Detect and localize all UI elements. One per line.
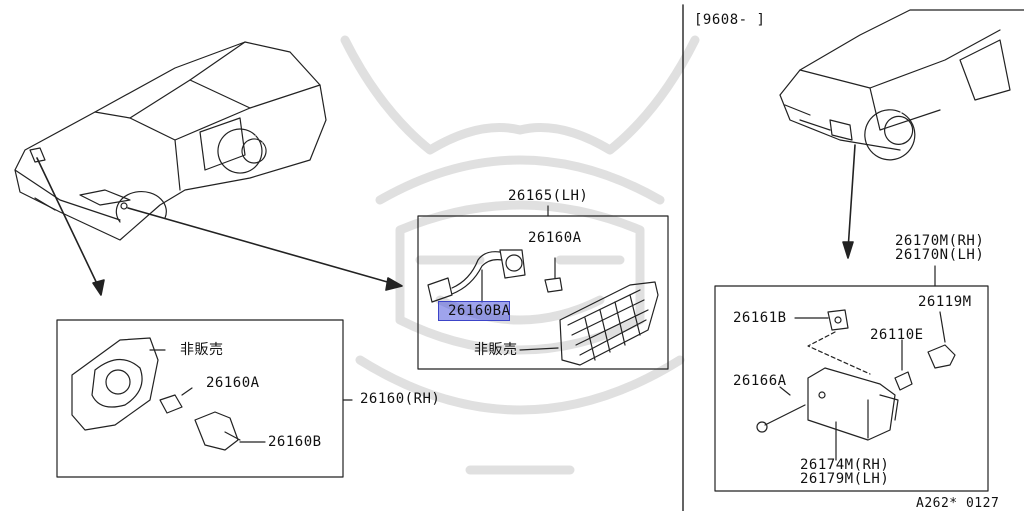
middle-part-socket-label[interactable]: 26160BA bbox=[448, 303, 511, 319]
right-lamp-lh-label[interactable]: 26179M(LH) bbox=[800, 471, 890, 487]
socket-left bbox=[194, 411, 241, 451]
figure-code: A262* 0127 bbox=[916, 496, 1000, 511]
left-part-socket-label[interactable]: 26160B bbox=[268, 434, 322, 450]
right-assembly-rh-label[interactable]: 26170M(RH) bbox=[895, 233, 985, 249]
left-not-sold-label: 非販売 bbox=[180, 342, 224, 358]
left-part-bulb-label[interactable]: 26160A bbox=[206, 375, 260, 391]
right-parts-box bbox=[714, 285, 989, 492]
highlighted-part-26160B[interactable] bbox=[438, 301, 510, 321]
bulb-right bbox=[894, 371, 913, 391]
right-lamp-rh-label[interactable]: 26174M(RH) bbox=[800, 457, 890, 473]
car-illustration-left bbox=[14, 41, 327, 241]
car-illustration-right bbox=[779, 9, 1024, 161]
right-part-clip-label[interactable]: 26161B bbox=[733, 310, 787, 326]
right-part-bulb-label[interactable]: 26110E bbox=[870, 327, 924, 343]
clip-right bbox=[827, 309, 849, 331]
right-part-socket-label[interactable]: 26119M bbox=[918, 294, 972, 310]
middle-parts-box bbox=[417, 215, 669, 370]
pointer-arrow-right bbox=[842, 144, 856, 259]
left-parts-box bbox=[56, 319, 344, 478]
middle-assembly-label[interactable]: 26165(LH) bbox=[508, 188, 589, 204]
fog-lamp-body bbox=[807, 367, 899, 441]
right-assembly-lh-label[interactable]: 26170N(LH) bbox=[895, 247, 985, 263]
pointer-arrows-left bbox=[36, 157, 403, 296]
revision-bracket: [9608- ] bbox=[694, 12, 766, 28]
socket-right bbox=[927, 344, 956, 369]
bulb-middle bbox=[544, 257, 563, 293]
side-marker-housing-rh bbox=[71, 337, 166, 431]
right-part-screw-label[interactable]: 26166A bbox=[733, 373, 787, 389]
bulb-left bbox=[159, 387, 193, 414]
wire-harness-middle bbox=[427, 249, 526, 303]
left-assembly-label[interactable]: 26160(RH) bbox=[360, 391, 441, 407]
middle-not-sold-label: 非販売 bbox=[474, 342, 518, 358]
side-marker-lens-lh bbox=[559, 281, 659, 366]
middle-part-bulb-label[interactable]: 26160A bbox=[528, 230, 582, 246]
screw-right bbox=[756, 404, 806, 433]
